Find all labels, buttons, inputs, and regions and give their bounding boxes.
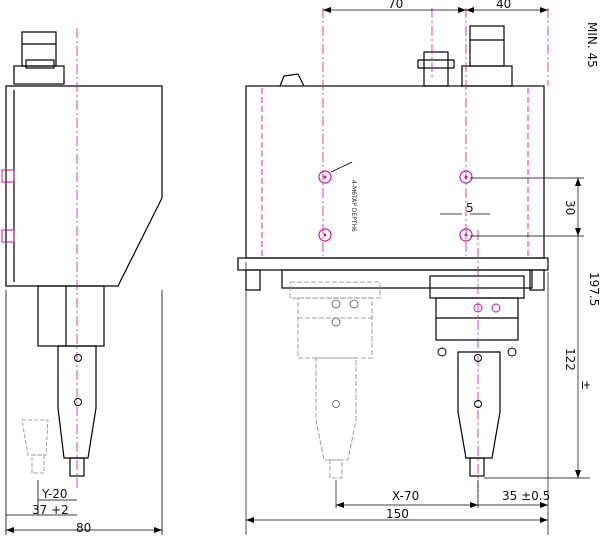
dim-35: 35 ±0.5 (502, 489, 550, 503)
dim-37: 37 +2 (32, 503, 69, 517)
front-hidden-lines (261, 88, 529, 256)
tap-hole-3 (459, 170, 473, 184)
tap-hole-1 (318, 170, 332, 184)
side-neck (37, 285, 105, 347)
front-base-plate (237, 257, 549, 271)
front-mechanism-holes (437, 303, 517, 408)
dim-x70: X-70 (392, 489, 419, 503)
side-connector-base (13, 65, 65, 85)
tap-hole-centers (323, 175, 468, 237)
tap-hole-2 (318, 228, 332, 242)
side-probe-hole-2 (74, 398, 82, 406)
dim-5: 5 (466, 201, 474, 215)
dim-80: 80 (76, 521, 91, 535)
tap-hole-4 (459, 228, 473, 242)
dim-150: 150 (386, 507, 409, 521)
tap-note-leader (330, 161, 353, 173)
dim-pm: ± (579, 380, 593, 390)
side-dimension-lines (5, 290, 163, 535)
front-centerlines (322, 8, 549, 500)
front-tapped-holes (318, 170, 473, 242)
dim-197: 197.5 (587, 272, 600, 306)
front-mechanism-block (435, 297, 519, 341)
front-phantom-holes (331, 299, 359, 408)
side-port-upper (1, 169, 15, 183)
side-port-lower (1, 229, 15, 243)
front-probe (457, 351, 501, 459)
dim-70: 70 (388, 0, 403, 11)
dim-122: 122 (563, 348, 577, 371)
side-probe-hole-1 (74, 354, 82, 362)
front-dimension-lines (245, 9, 590, 535)
dim-30: 30 (563, 200, 577, 215)
front-phantom-assembly (289, 281, 381, 479)
front-mechanism-head (429, 275, 525, 299)
side-view (5, 31, 163, 477)
front-view (237, 25, 549, 477)
front-body (245, 85, 545, 259)
side-body (5, 85, 163, 287)
front-connector-large (469, 25, 505, 67)
side-connector-cap (21, 31, 57, 67)
dim-40: 40 (496, 0, 511, 11)
dimension-arrows (6, 7, 581, 533)
dim-min45: MIN. 45 (585, 22, 599, 68)
side-probe (57, 345, 97, 459)
side-phantom-probe (21, 419, 49, 456)
tap-note: 4-M6TAP DEPTH6 (350, 180, 357, 232)
dim-y20: Y-20 (41, 487, 68, 501)
front-connector-small (423, 51, 449, 87)
